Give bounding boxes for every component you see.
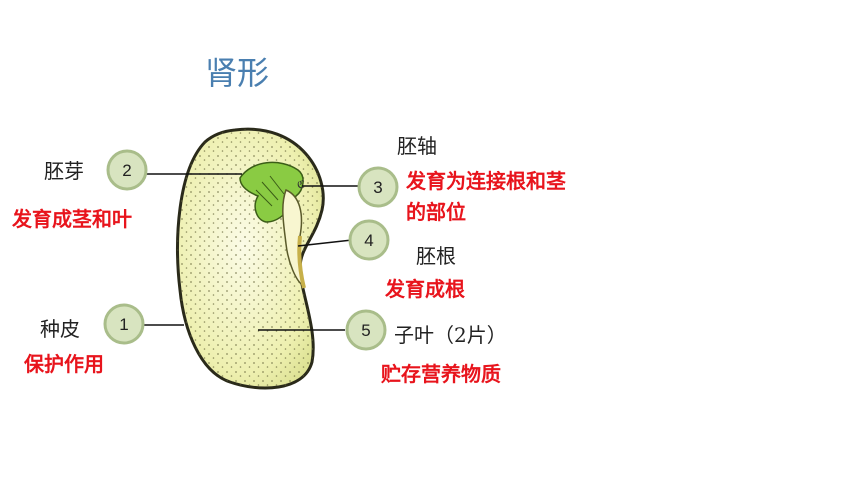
svg-text:3: 3 xyxy=(373,178,382,197)
label-radicle: 胚根 xyxy=(416,244,456,268)
marker-4: 4 xyxy=(348,219,390,261)
marker-1: 1 xyxy=(103,303,145,345)
svg-text:ℭ: ℭ xyxy=(297,178,305,191)
function-cotyledon: 贮存营养物质 xyxy=(381,362,501,386)
page-title: 肾形 xyxy=(205,54,270,92)
svg-text:2: 2 xyxy=(122,161,131,180)
marker-3: 3 xyxy=(357,166,399,208)
function-plumule: 发育成茎和叶 xyxy=(12,207,132,231)
marker-2: 2 xyxy=(106,149,148,191)
function-seed-coat: 保护作用 xyxy=(24,352,104,376)
function-hypocotyl-line2: 的部位 xyxy=(406,200,466,224)
svg-text:4: 4 xyxy=(364,231,373,250)
label-seed-coat: 种皮 xyxy=(40,317,80,341)
label-plumule: 胚芽 xyxy=(44,159,84,183)
label-hypocotyl: 胚轴 xyxy=(397,134,437,158)
label-cotyledon: 子叶（2片） xyxy=(394,323,507,347)
function-hypocotyl-line1: 发育为连接根和茎 xyxy=(406,169,566,193)
function-radicle: 发育成根 xyxy=(385,277,465,301)
marker-5: 5 xyxy=(345,309,387,351)
svg-text:1: 1 xyxy=(119,315,128,334)
svg-text:5: 5 xyxy=(361,321,370,340)
